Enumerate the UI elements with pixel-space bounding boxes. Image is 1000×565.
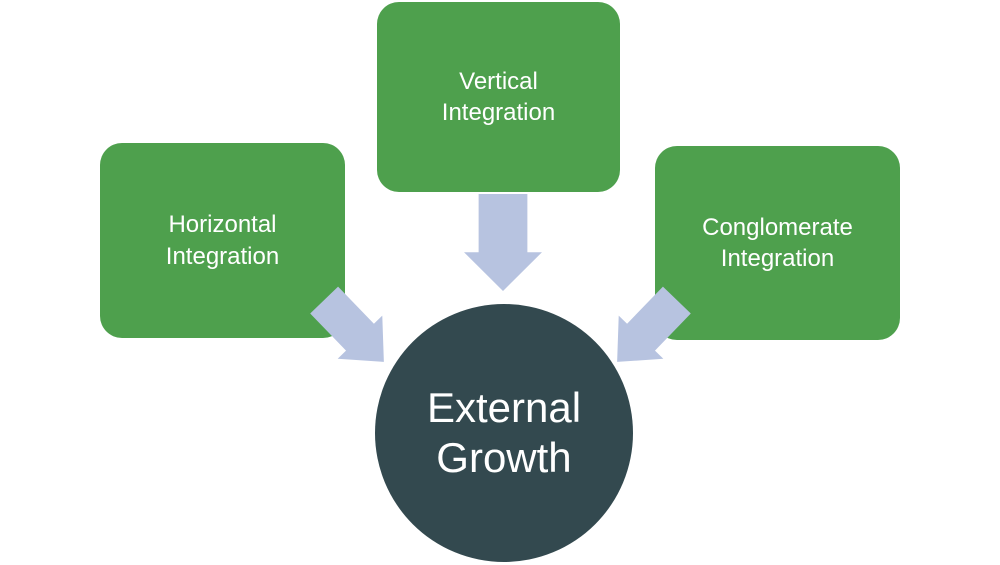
- external-growth-line1: External: [426, 383, 582, 431]
- down-left-arrow-icon: [617, 286, 691, 362]
- down-right-arrow-shape: [310, 286, 384, 362]
- conglomerate-integration-line1: Conglomerate: [702, 213, 853, 241]
- down-arrow-icon: [464, 194, 542, 291]
- vertical-integration-label: Vertical Integration: [442, 66, 555, 128]
- horizontal-integration-line1: Horizontal: [168, 211, 277, 239]
- external-growth-line2: Growth: [436, 434, 572, 481]
- down-right-arrow-icon: [310, 286, 384, 362]
- node-conglomerate-integration: Conglomerate Integration: [655, 146, 900, 340]
- vertical-integration-line1: Vertical: [459, 67, 538, 95]
- down-left-arrow-shape: [617, 286, 691, 362]
- conglomerate-integration-label: Conglomerate Integration: [702, 212, 853, 274]
- vertical-integration-line2: Integration: [441, 99, 556, 126]
- down-arrow-shape: [464, 194, 542, 291]
- node-external-growth: External Growth: [375, 304, 633, 562]
- external-growth-label: External Growth: [427, 383, 581, 484]
- node-vertical-integration: Vertical Integration: [377, 2, 620, 192]
- horizontal-integration-line2: Integration: [165, 242, 280, 270]
- conglomerate-integration-line2: Integration: [720, 245, 835, 272]
- node-horizontal-integration: Horizontal Integration: [100, 143, 345, 338]
- horizontal-integration-label: Horizontal Integration: [166, 209, 279, 271]
